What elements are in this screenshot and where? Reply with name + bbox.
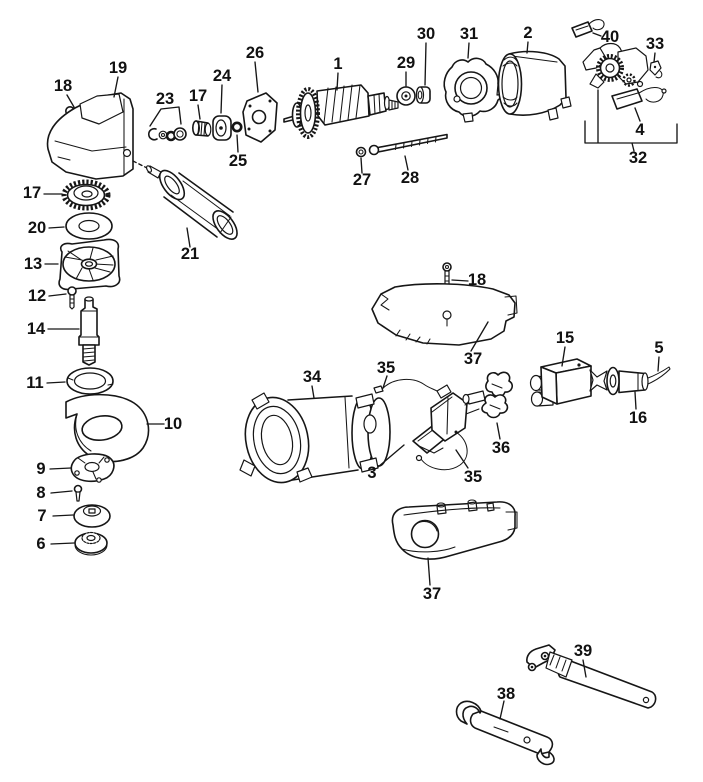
- callout-bearing-24: 24: [213, 67, 232, 85]
- crown-gear-17-drawing: [61, 179, 111, 211]
- callout-open-wrench-38: 38: [497, 685, 515, 703]
- gear-housing-19-drawing: [46, 92, 152, 180]
- callout-wire-35-top: 35: [377, 359, 395, 377]
- callout-ring-30: 30: [417, 25, 435, 43]
- callout-washer-25: 25: [229, 152, 247, 170]
- callout-washer-20: 20: [28, 219, 46, 237]
- callout-bearing-kit-23: 23: [156, 90, 174, 108]
- pin-33-drawing: [649, 60, 663, 79]
- washer-25-drawing: [231, 121, 243, 133]
- cover-bottom-37-drawing: [391, 499, 518, 560]
- carbon-brush-40-drawing: [571, 19, 605, 38]
- washer-20-drawing: [65, 212, 113, 240]
- bearing-bracket-31-drawing: [443, 57, 508, 123]
- field-stator-2-drawing: [497, 50, 572, 121]
- wheel-guard-10-drawing: [65, 393, 150, 463]
- clamp-nut-6-drawing: [74, 531, 108, 556]
- callout-ring-11: 11: [26, 374, 43, 392]
- callout-screw-18-mid: 18: [468, 271, 486, 289]
- callout-cover-top-37: 37: [464, 350, 482, 368]
- ring-30-drawing: [415, 86, 431, 104]
- callout-pin-spanner-39: 39: [574, 642, 592, 660]
- callout-pin-33: 33: [646, 35, 664, 53]
- callout-screw-8: 8: [36, 484, 45, 502]
- bearing-29-drawing: [396, 86, 416, 106]
- leader-lines: [43, 32, 678, 720]
- callout-spindle-14: 14: [27, 320, 46, 338]
- callout-connector-15: 15: [556, 329, 574, 347]
- screw-8-drawing: [73, 484, 83, 502]
- pinion-gear-17-drawing: [192, 120, 212, 137]
- callout-screw-12: 12: [28, 287, 46, 305]
- callout-gear-housing-19: 19: [109, 59, 127, 77]
- armature-1-drawing: [283, 84, 399, 139]
- callout-fan-13: 13: [24, 255, 42, 273]
- callout-bearing-29: 29: [397, 54, 415, 72]
- flange-7-drawing: [73, 504, 111, 528]
- callout-armature-1: 1: [333, 55, 342, 73]
- callout-nut-27: 27: [353, 171, 371, 189]
- screw-28-drawing: [368, 133, 448, 156]
- cord-sleeve-16-drawing: [589, 366, 649, 396]
- side-handle-21-drawing: [145, 165, 238, 240]
- callout-carbon-brush-4: 4: [635, 121, 645, 139]
- callout-carbon-brush-40: 40: [601, 28, 619, 46]
- callout-bearing-plate-26: 26: [246, 44, 264, 62]
- cover-top-37-drawing: [371, 283, 518, 346]
- callout-cord-5: 5: [654, 339, 663, 357]
- ring-11-drawing: [66, 367, 114, 395]
- callout-field-stator-2: 2: [523, 24, 532, 42]
- pin-spanner-39-drawing: [526, 644, 657, 709]
- callout-motor-housing-34: 34: [303, 368, 322, 386]
- flange-plate-9-drawing: [70, 453, 115, 483]
- callout-flange-7: 7: [37, 507, 46, 525]
- callout-assembly-32: 32: [629, 149, 647, 167]
- bearing-24-drawing: [212, 115, 232, 141]
- switch-3-drawing: [412, 384, 483, 454]
- callout-screw-18-top-left: 18: [54, 77, 72, 95]
- cord-clamp-36-drawing: [462, 371, 514, 419]
- callout-crown-gear-17: 17: [23, 184, 41, 202]
- wire-35-bottom-drawing: [415, 430, 468, 471]
- callout-switch-3: 3: [367, 464, 376, 482]
- bearing-plate-26-drawing: [242, 92, 278, 143]
- callout-pinion-gear-17: 17: [189, 87, 207, 105]
- spindle-14-drawing: [78, 296, 100, 366]
- callout-side-handle-21: 21: [181, 245, 199, 263]
- callout-wheel-guard-10: 10: [164, 415, 182, 433]
- motor-housing-34-drawing: [239, 392, 391, 484]
- callout-wire-35-bottom: 35: [464, 468, 482, 486]
- open-wrench-38-drawing: [455, 700, 555, 766]
- screw-12-drawing: [67, 286, 77, 310]
- carbon-brush-4-drawing: [611, 87, 667, 110]
- callout-labels: 18 19 23 17 24 26 25 1 29 30 31 2 40 33 …: [23, 24, 664, 703]
- callout-cord-clamp-36: 36: [492, 439, 510, 457]
- callout-screw-28: 28: [401, 169, 419, 187]
- callout-flange-plate-9: 9: [36, 460, 45, 478]
- fan-13-drawing: [58, 238, 121, 291]
- cord-5-drawing: [647, 366, 671, 385]
- callout-clamp-nut-6: 6: [36, 535, 45, 553]
- assembly-32-drawing: [582, 42, 649, 89]
- callout-bearing-bracket-31: 31: [460, 25, 478, 43]
- bearing-kit-23-drawing: [148, 127, 187, 142]
- callout-cord-sleeve-16: 16: [629, 409, 647, 427]
- connector-15-drawing: [529, 358, 592, 407]
- nut-27-drawing: [355, 146, 367, 158]
- callout-cover-bottom-37: 37: [423, 585, 441, 603]
